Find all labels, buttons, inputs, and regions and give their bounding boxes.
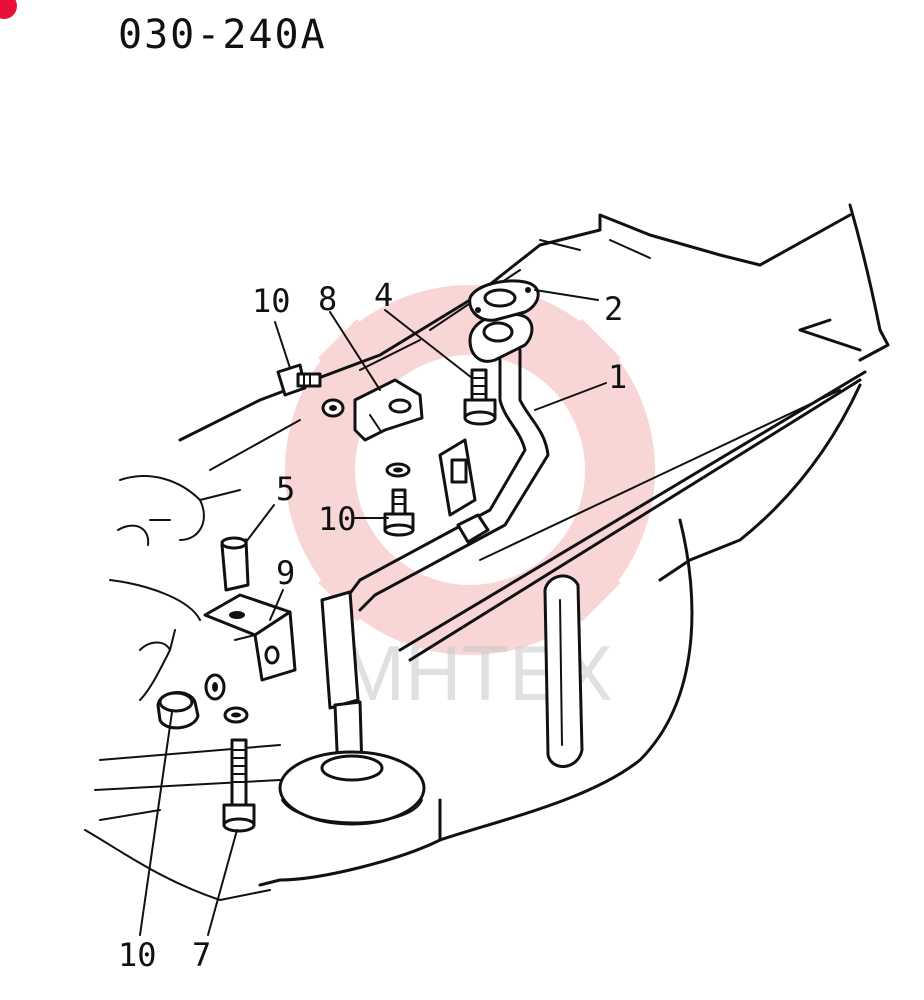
callout-8: 8 [318, 280, 337, 318]
bolt-10-top [276, 363, 322, 397]
corner-badge [0, 0, 17, 19]
oil-strainer-pipe [278, 312, 550, 826]
callout-2: 2 [604, 290, 623, 328]
gasket [468, 279, 540, 322]
stud-bolt-7 [222, 738, 256, 833]
callout-9: 9 [276, 554, 295, 592]
diagram-title: 030-240A [118, 12, 327, 58]
callout-10-middle: 10 [318, 500, 357, 538]
washers-lower [204, 673, 249, 724]
callout-4: 4 [374, 276, 393, 314]
callout-7: 7 [192, 936, 211, 974]
bolt-10-middle [383, 488, 415, 537]
pipe-clip [385, 438, 477, 517]
collar-5 [220, 536, 250, 592]
callout-1: 1 [608, 358, 627, 396]
callout-10-bottom: 10 [118, 936, 157, 974]
callout-5: 5 [276, 470, 295, 508]
bracket-8 [321, 378, 424, 442]
bolt-4 [463, 368, 497, 426]
bracket-9 [203, 593, 297, 682]
bolt-10-lower [156, 691, 200, 730]
callout-10-top: 10 [252, 282, 291, 320]
leader-lines [139, 289, 607, 936]
